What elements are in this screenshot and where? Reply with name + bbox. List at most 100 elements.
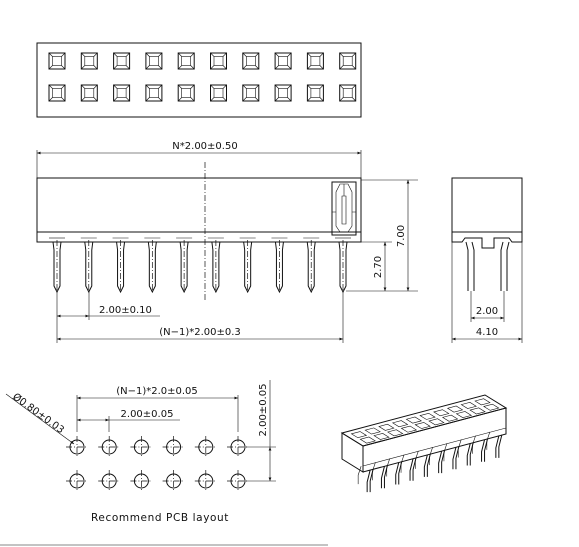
iso-pin — [366, 468, 374, 493]
front-view: N*2.00±0.50 7.00 2.70 2.00±0.10 — [36, 141, 418, 343]
iso-pin-back — [457, 439, 462, 458]
top-contact — [177, 84, 195, 102]
iso-contact — [483, 403, 500, 411]
hole-diameter-dimension: Ø0.80±0.03 — [10, 391, 66, 436]
pcb-hole — [194, 470, 217, 492]
top-contact — [242, 52, 260, 70]
pcb-hole — [130, 436, 153, 458]
iso-pins — [357, 431, 503, 493]
iso-contact — [405, 416, 423, 424]
pcb-hole — [98, 436, 121, 458]
iso-side-face — [362, 407, 507, 473]
iso-pin-back — [386, 458, 391, 477]
top-contact — [145, 52, 163, 70]
top-contact — [113, 52, 131, 70]
iso-pin-back — [357, 466, 362, 485]
pcb-hole — [227, 470, 249, 492]
iso-view — [340, 394, 508, 493]
side-body-outline — [451, 177, 523, 249]
iso-contact — [391, 420, 409, 428]
contact-section-detail — [331, 181, 357, 236]
top-contact — [80, 52, 98, 70]
pcb-pitch-dimension: 2.00±0.05 — [121, 409, 174, 420]
pcb-hole — [130, 470, 153, 492]
pcb-hole — [98, 470, 121, 492]
pcb-row-pitch-dimension: 2.00±0.05 — [258, 384, 269, 437]
iso-contact — [373, 433, 390, 440]
top-contact — [48, 84, 66, 102]
iso-pin-back — [443, 443, 448, 462]
front-body-outline — [36, 177, 362, 243]
iso-pin-back — [415, 450, 419, 469]
pcb-hole — [66, 436, 88, 458]
top-contact — [339, 84, 357, 102]
pcb-layout: (N−1)*2.0±0.05 2.00±0.05 2.00±0.05 Ø0.80… — [5, 380, 276, 524]
pcb-hole — [227, 436, 249, 458]
pcb-hole — [162, 436, 185, 458]
iso-contact — [446, 405, 464, 413]
front-pin — [49, 237, 65, 294]
front-pin — [112, 237, 129, 294]
iso-contact — [378, 423, 395, 431]
iso-contacts — [350, 398, 500, 444]
pcb-hole — [66, 470, 88, 492]
iso-pin-back — [472, 435, 476, 454]
front-pin — [80, 237, 97, 294]
iso-pin — [481, 438, 489, 462]
front-pin — [144, 237, 161, 294]
iso-contact — [350, 431, 368, 439]
pcb-span-dimension: (N−1)*2.0±0.05 — [116, 386, 198, 397]
top-contact — [274, 52, 292, 70]
iso-contact — [441, 414, 459, 422]
pin-span-dimension: (N−1)*2.00±0.3 — [159, 327, 241, 338]
iso-contact — [428, 418, 445, 426]
iso-pin-back — [486, 431, 491, 450]
top-contact — [306, 84, 324, 102]
top-contact — [242, 84, 260, 102]
top-contact — [274, 84, 292, 102]
overall-length-dimension: N*2.00±0.50 — [172, 141, 237, 152]
pin-pitch-dimension: 2.00±0.10 — [99, 305, 152, 316]
side-width-dimension: 4.10 — [476, 327, 498, 338]
front-pin — [271, 237, 288, 294]
iso-contact — [474, 398, 491, 406]
iso-pin — [409, 457, 417, 481]
front-pin — [335, 237, 351, 294]
top-contact — [306, 52, 324, 70]
front-pin — [176, 237, 193, 294]
top-contact — [113, 84, 131, 102]
pcb-layout-caption: Recommend PCB layout — [91, 512, 229, 524]
iso-pin-back — [429, 447, 433, 466]
top-view-outline — [36, 42, 362, 118]
top-contact — [145, 84, 163, 102]
top-contact — [210, 52, 227, 70]
front-pin — [239, 237, 256, 294]
iso-contact — [359, 436, 376, 444]
iso-pin — [495, 434, 503, 458]
front-pin — [207, 237, 224, 294]
iso-contact — [387, 429, 404, 437]
pcb-holes — [66, 436, 249, 492]
top-contact — [48, 52, 66, 70]
iso-contact — [364, 427, 381, 435]
iso-contact — [460, 402, 477, 409]
side-view: 2.00 4.10 — [451, 177, 523, 343]
top-contact — [210, 84, 227, 102]
top-contact — [80, 84, 98, 102]
iso-contact — [419, 412, 436, 420]
iso-contact — [400, 425, 418, 433]
iso-contact — [455, 411, 473, 418]
top-view-contacts — [48, 52, 357, 102]
row-pitch-dimension: 2.00 — [476, 306, 498, 317]
front-view-pins — [49, 237, 351, 294]
pcb-hole — [194, 436, 217, 458]
top-contact — [177, 52, 195, 70]
iso-pin — [438, 449, 446, 474]
tail-length-dimension: 2.70 — [373, 256, 384, 278]
iso-contact — [433, 409, 450, 417]
pcb-hole — [162, 470, 185, 492]
iso-pin-back — [372, 462, 376, 481]
iso-top-face — [340, 394, 508, 447]
front-pin — [303, 237, 320, 294]
